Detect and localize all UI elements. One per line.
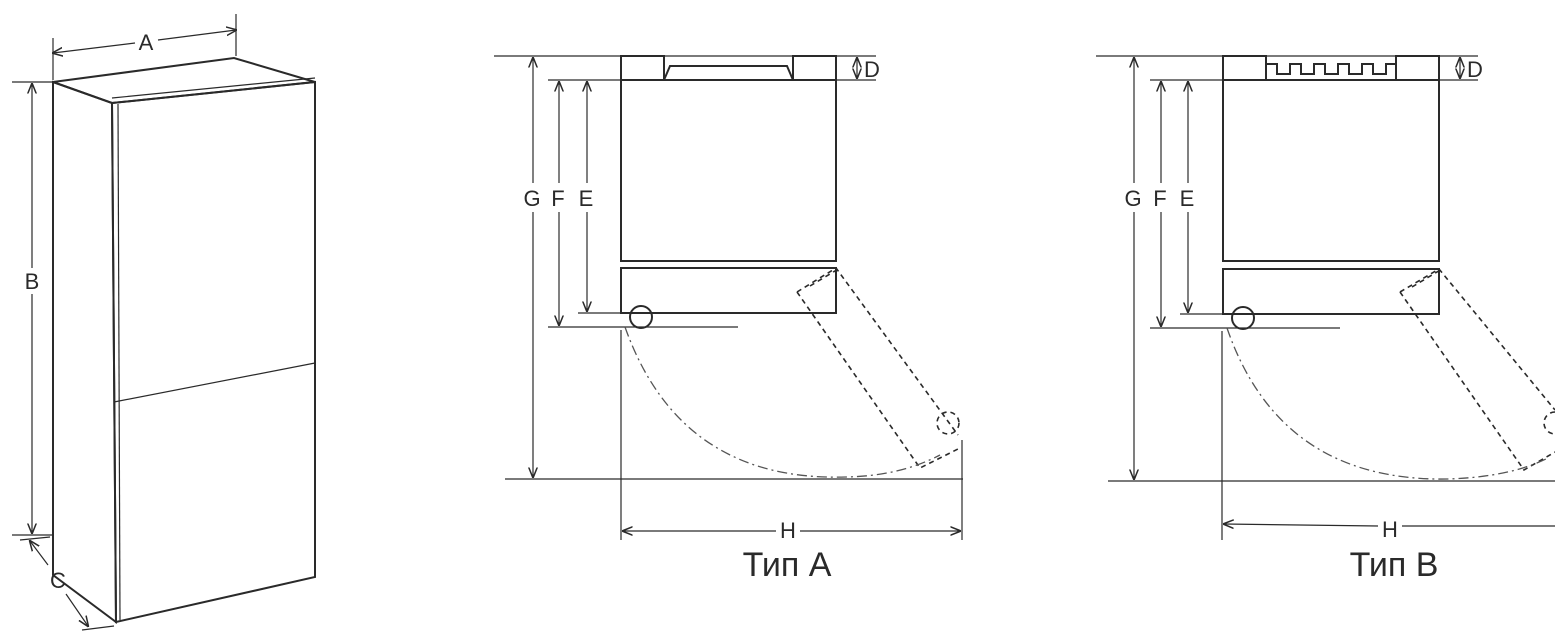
type-a-diagram: D G F E H Тип A bbox=[494, 55, 963, 584]
dimension-label-a: A bbox=[139, 30, 154, 55]
type-b-label-h: H bbox=[1382, 517, 1398, 542]
type-b-caption: Тип B bbox=[1350, 546, 1439, 584]
type-b-label-e: E bbox=[1180, 186, 1195, 211]
dimension-label-c: C bbox=[50, 568, 66, 593]
type-a-label-h: H bbox=[780, 518, 796, 543]
dimension-label-b: B bbox=[25, 269, 40, 294]
type-a-label-g: G bbox=[523, 186, 540, 211]
type-a-label-d: D bbox=[864, 57, 880, 82]
type-b-label-g: G bbox=[1124, 186, 1141, 211]
type-b-label-d: D bbox=[1467, 57, 1483, 82]
fridge-isometric: A B C bbox=[12, 14, 316, 631]
type-b-diagram: D G F E H Тип B bbox=[1096, 55, 1555, 584]
type-a-label-e: E bbox=[579, 186, 594, 211]
type-b-label-f: F bbox=[1153, 186, 1166, 211]
type-a-label-f: F bbox=[551, 186, 564, 211]
type-a-caption: Тип A bbox=[743, 546, 832, 584]
